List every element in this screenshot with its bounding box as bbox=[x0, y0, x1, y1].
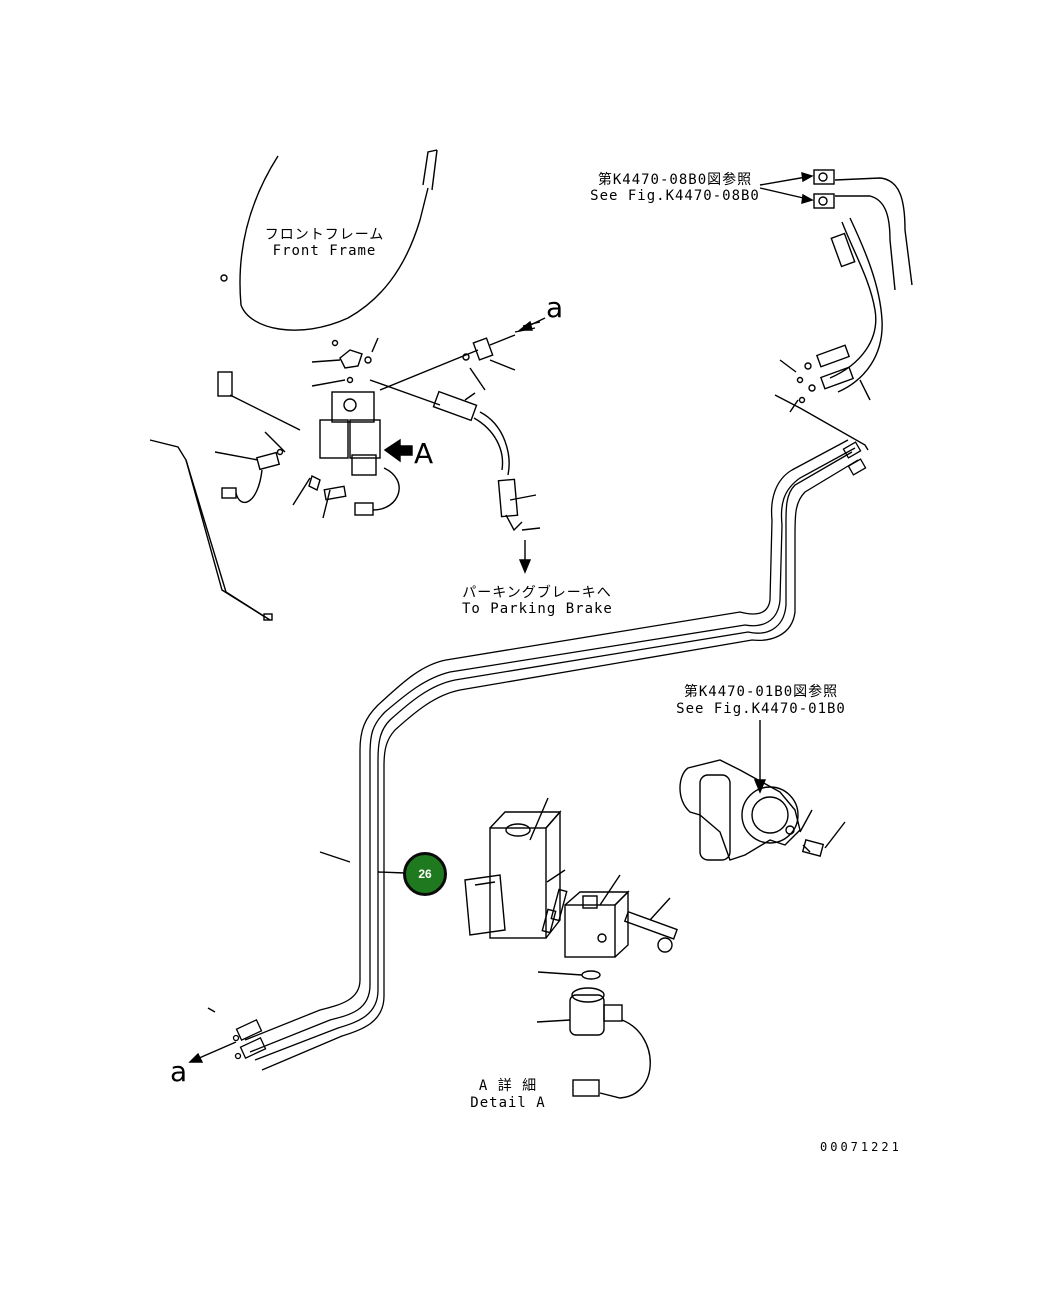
right-tubes bbox=[774, 169, 913, 451]
callout-26[interactable]: 26 bbox=[403, 852, 447, 896]
valve-assembly bbox=[214, 321, 541, 532]
brake-valve bbox=[679, 720, 846, 861]
parking-brake-label-jp: パーキングブレーキへ bbox=[462, 585, 612, 601]
see-fig-mid-label-jp: 第K4470-01B0図参照 bbox=[683, 684, 839, 700]
front-frame-label-en: Front Frame bbox=[272, 243, 377, 259]
detail-a-label-en: Detail A bbox=[470, 1095, 546, 1111]
connector-label-a-bottom: a bbox=[170, 1055, 188, 1088]
main-pipe bbox=[232, 439, 867, 1071]
connector-a-bottom bbox=[188, 1007, 237, 1063]
callout-number: 26 bbox=[418, 867, 432, 881]
see-fig-top-label-jp: 第K4470-08B0図参照 bbox=[597, 172, 753, 188]
connector-label-a-top: a bbox=[546, 291, 564, 324]
front-frame-label-jp: フロントフレーム bbox=[264, 227, 385, 243]
front-frame-outline bbox=[220, 155, 429, 331]
tube-upper bbox=[422, 149, 438, 191]
drawing-number: 00071221 bbox=[820, 1140, 902, 1154]
detail-a-parts bbox=[319, 797, 678, 1099]
lever-rod bbox=[149, 439, 273, 621]
ref-arrows-top bbox=[759, 172, 814, 204]
see-fig-top-label-en: See Fig.K4470-08B0 bbox=[590, 188, 760, 204]
parking-brake-label-en: To Parking Brake bbox=[462, 601, 613, 617]
connector-a-top bbox=[518, 317, 546, 331]
parking-arrow bbox=[518, 540, 532, 574]
view-letter-a: A bbox=[414, 437, 434, 470]
detail-a-label-jp: A 詳 細 bbox=[478, 1078, 538, 1094]
view-arrow bbox=[383, 438, 413, 463]
see-fig-mid-label-en: See Fig.K4470-01B0 bbox=[676, 701, 846, 717]
